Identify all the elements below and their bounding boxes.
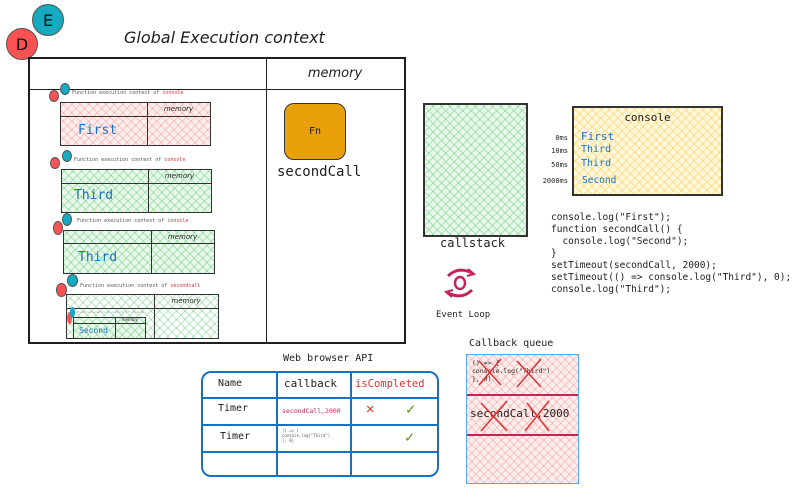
row-callback: () => { console.log("Third") }, 0) bbox=[282, 428, 331, 443]
row-name: Timer bbox=[220, 431, 251, 442]
mini-avatar-e bbox=[62, 213, 72, 226]
memory-label: memory bbox=[171, 297, 201, 305]
console-entry: First bbox=[581, 130, 615, 143]
callback-queue-title: Callback queue bbox=[469, 338, 554, 349]
mini-avatar-e bbox=[67, 274, 78, 287]
console-box: console bbox=[572, 106, 723, 196]
avatar-d: D bbox=[6, 28, 38, 60]
context-value: First bbox=[78, 123, 118, 138]
nested-context-label: Function execution context of console bbox=[77, 310, 144, 314]
header-divider bbox=[30, 89, 404, 90]
row-name: Timer bbox=[218, 403, 249, 414]
fn-box: Fn bbox=[284, 103, 346, 160]
queue-item: secondCall,2000 bbox=[470, 407, 570, 420]
context-value: Second bbox=[79, 326, 108, 335]
memory-label: memory bbox=[164, 172, 195, 180]
global-memory-label: memory bbox=[307, 66, 363, 81]
context-value: Third bbox=[74, 188, 114, 203]
function-context-1: memory First bbox=[60, 102, 211, 146]
mini-avatar-e bbox=[62, 150, 72, 162]
strike-marks bbox=[478, 358, 550, 432]
web-api-title: Web browser API bbox=[283, 353, 374, 364]
memory-divider bbox=[266, 59, 267, 342]
context-value: Third bbox=[78, 250, 118, 265]
nested-context: memory Second bbox=[73, 317, 146, 339]
mini-avatar-d bbox=[50, 157, 60, 169]
global-context-box: memory bbox=[28, 57, 406, 344]
context-label: Function execution context of console bbox=[72, 90, 184, 96]
mini-avatar-d bbox=[49, 90, 59, 102]
mini-avatar-e bbox=[60, 83, 70, 95]
console-entry: Third bbox=[581, 158, 612, 169]
console-time: 10ms bbox=[551, 147, 568, 155]
mini-avatar-d bbox=[53, 221, 63, 235]
header-is-completed: isCompleted bbox=[355, 378, 425, 390]
console-time: 2000ms bbox=[542, 177, 568, 185]
nested-avatar-e bbox=[70, 307, 75, 318]
context-label: Function execution context of secondcall bbox=[80, 283, 201, 289]
function-context-2: memory Third bbox=[61, 169, 212, 213]
event-loop-label: Event Loop bbox=[436, 310, 491, 320]
memory-label: memory bbox=[167, 233, 198, 241]
event-loop-icon bbox=[443, 268, 477, 298]
code-snippet: console.log("First"); function secondCal… bbox=[551, 212, 792, 295]
mini-avatar-d bbox=[56, 283, 67, 297]
web-api-table: Name callback isCompleted Timer secondCa… bbox=[201, 371, 439, 477]
fn-name: secondCall bbox=[277, 164, 362, 180]
console-entry: Second bbox=[582, 175, 617, 186]
function-context-3: memory Third bbox=[63, 230, 215, 274]
callstack-box bbox=[423, 103, 528, 237]
function-context-4: memory Function execution context of con… bbox=[66, 294, 219, 339]
console-time: 0ms bbox=[555, 134, 568, 142]
row-callback: secondCall,2000 bbox=[282, 407, 341, 415]
diagram-title: Global Execution context bbox=[124, 28, 325, 47]
status-check: ✓ bbox=[406, 400, 416, 418]
header-name: Name bbox=[218, 378, 243, 389]
status-check: ✓ bbox=[405, 428, 415, 446]
console-entry: Third bbox=[581, 144, 612, 155]
callstack-label: callstack bbox=[440, 236, 506, 250]
nested-avatar-d bbox=[67, 312, 72, 324]
status-cross: ✕ bbox=[366, 401, 375, 417]
console-time: 50ms bbox=[551, 161, 568, 169]
memory-label: memory bbox=[121, 317, 139, 322]
context-label: Function execution context of console bbox=[77, 218, 189, 224]
console-title: console bbox=[624, 111, 671, 124]
callback-queue-box: () => { console.log("Third") }, 0) secon… bbox=[466, 354, 579, 484]
memory-label: memory bbox=[163, 105, 194, 113]
avatar-e: E bbox=[32, 4, 64, 36]
header-callback: callback bbox=[284, 377, 337, 390]
context-label: Function execution context of console bbox=[74, 157, 186, 163]
